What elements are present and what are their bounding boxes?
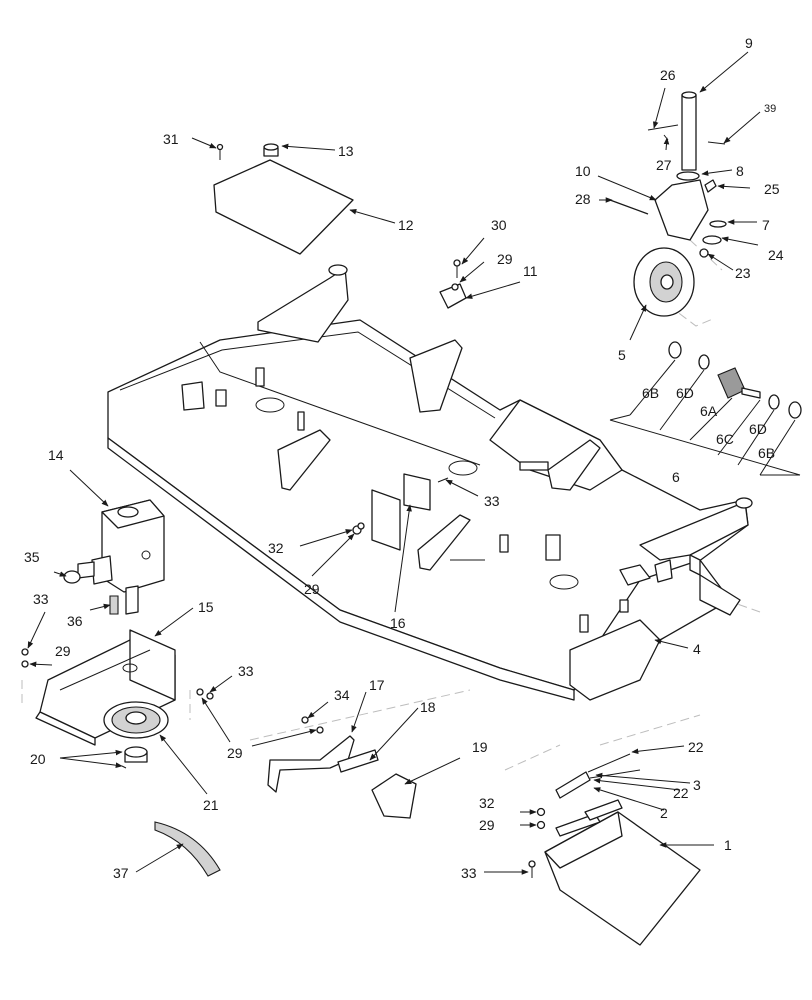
label-29-b: 29: [304, 581, 320, 597]
label-29-c: 29: [55, 643, 71, 659]
label-37: 37: [113, 865, 129, 881]
plate-18: [337, 749, 379, 773]
gearbox: [77, 499, 165, 615]
label-9: 9: [745, 35, 753, 51]
label-35: 35: [24, 549, 40, 565]
label-29-a: 29: [497, 251, 513, 267]
label-33-c: 33: [238, 663, 254, 679]
label-21: 21: [203, 797, 219, 813]
label-33-b: 33: [33, 591, 49, 607]
label-19: 19: [472, 739, 488, 755]
bracket-17: [267, 735, 355, 793]
axle-parts: [609, 341, 802, 476]
label-33-d: 33: [461, 865, 477, 881]
label-22-bottom: 22: [673, 785, 689, 801]
label-2: 2: [660, 805, 668, 821]
cover-19: [371, 773, 417, 819]
key-36: [109, 595, 119, 615]
label-16: 16: [390, 615, 406, 631]
label-6B-bottom: 6B: [758, 445, 775, 461]
label-5: 5: [618, 347, 626, 363]
label-32-a: 32: [268, 540, 284, 556]
label-15: 15: [198, 599, 214, 615]
label-14: 14: [48, 447, 64, 463]
label-36: 36: [67, 613, 83, 629]
pulley: [103, 701, 169, 739]
label-28: 28: [575, 191, 591, 207]
label-33-a: 33: [484, 493, 500, 509]
label-6D-top: 6D: [676, 385, 694, 401]
callout-labels: 1 2 3 4 5 6 6A 6B 6B 6C 6D 6D 7 8 9 10 1…: [24, 35, 784, 881]
caster-assembly: [609, 91, 727, 317]
label-18: 18: [420, 699, 436, 715]
rod-22: [587, 753, 631, 773]
label-29-d: 29: [227, 745, 243, 761]
label-31: 31: [163, 131, 179, 147]
label-6C: 6C: [716, 431, 734, 447]
label-24: 24: [768, 247, 784, 263]
label-39: 39: [764, 103, 776, 115]
label-6: 6: [672, 469, 680, 485]
label-22-top: 22: [688, 739, 704, 755]
spring-2: [555, 771, 591, 799]
label-12: 12: [398, 217, 414, 233]
label-26: 26: [660, 67, 676, 83]
mower-deck: [107, 264, 753, 701]
label-34: 34: [334, 687, 350, 703]
label-27: 27: [656, 157, 672, 173]
label-8: 8: [736, 163, 744, 179]
label-3: 3: [693, 777, 701, 793]
label-4: 4: [693, 641, 701, 657]
label-23: 23: [735, 265, 751, 281]
label-25: 25: [764, 181, 780, 197]
belt-guard: [154, 821, 221, 877]
cover-plate-12: [213, 159, 354, 255]
leader-lines: [27, 51, 761, 875]
label-20: 20: [30, 751, 46, 767]
discharge-deflector: [544, 799, 701, 946]
label-11: 11: [523, 263, 538, 279]
label-7: 7: [762, 217, 770, 233]
label-10: 10: [575, 163, 591, 179]
seal-35: [63, 570, 81, 584]
label-32-b: 32: [479, 795, 495, 811]
label-17: 17: [369, 677, 385, 693]
fasteners: [21, 143, 546, 878]
label-6D-bottom: 6D: [749, 421, 767, 437]
hub: [121, 746, 148, 769]
label-6A: 6A: [700, 403, 718, 419]
label-1: 1: [724, 837, 732, 853]
label-30: 30: [491, 217, 507, 233]
label-13: 13: [338, 143, 354, 159]
label-6B-top: 6B: [642, 385, 659, 401]
label-29-e: 29: [479, 817, 495, 833]
